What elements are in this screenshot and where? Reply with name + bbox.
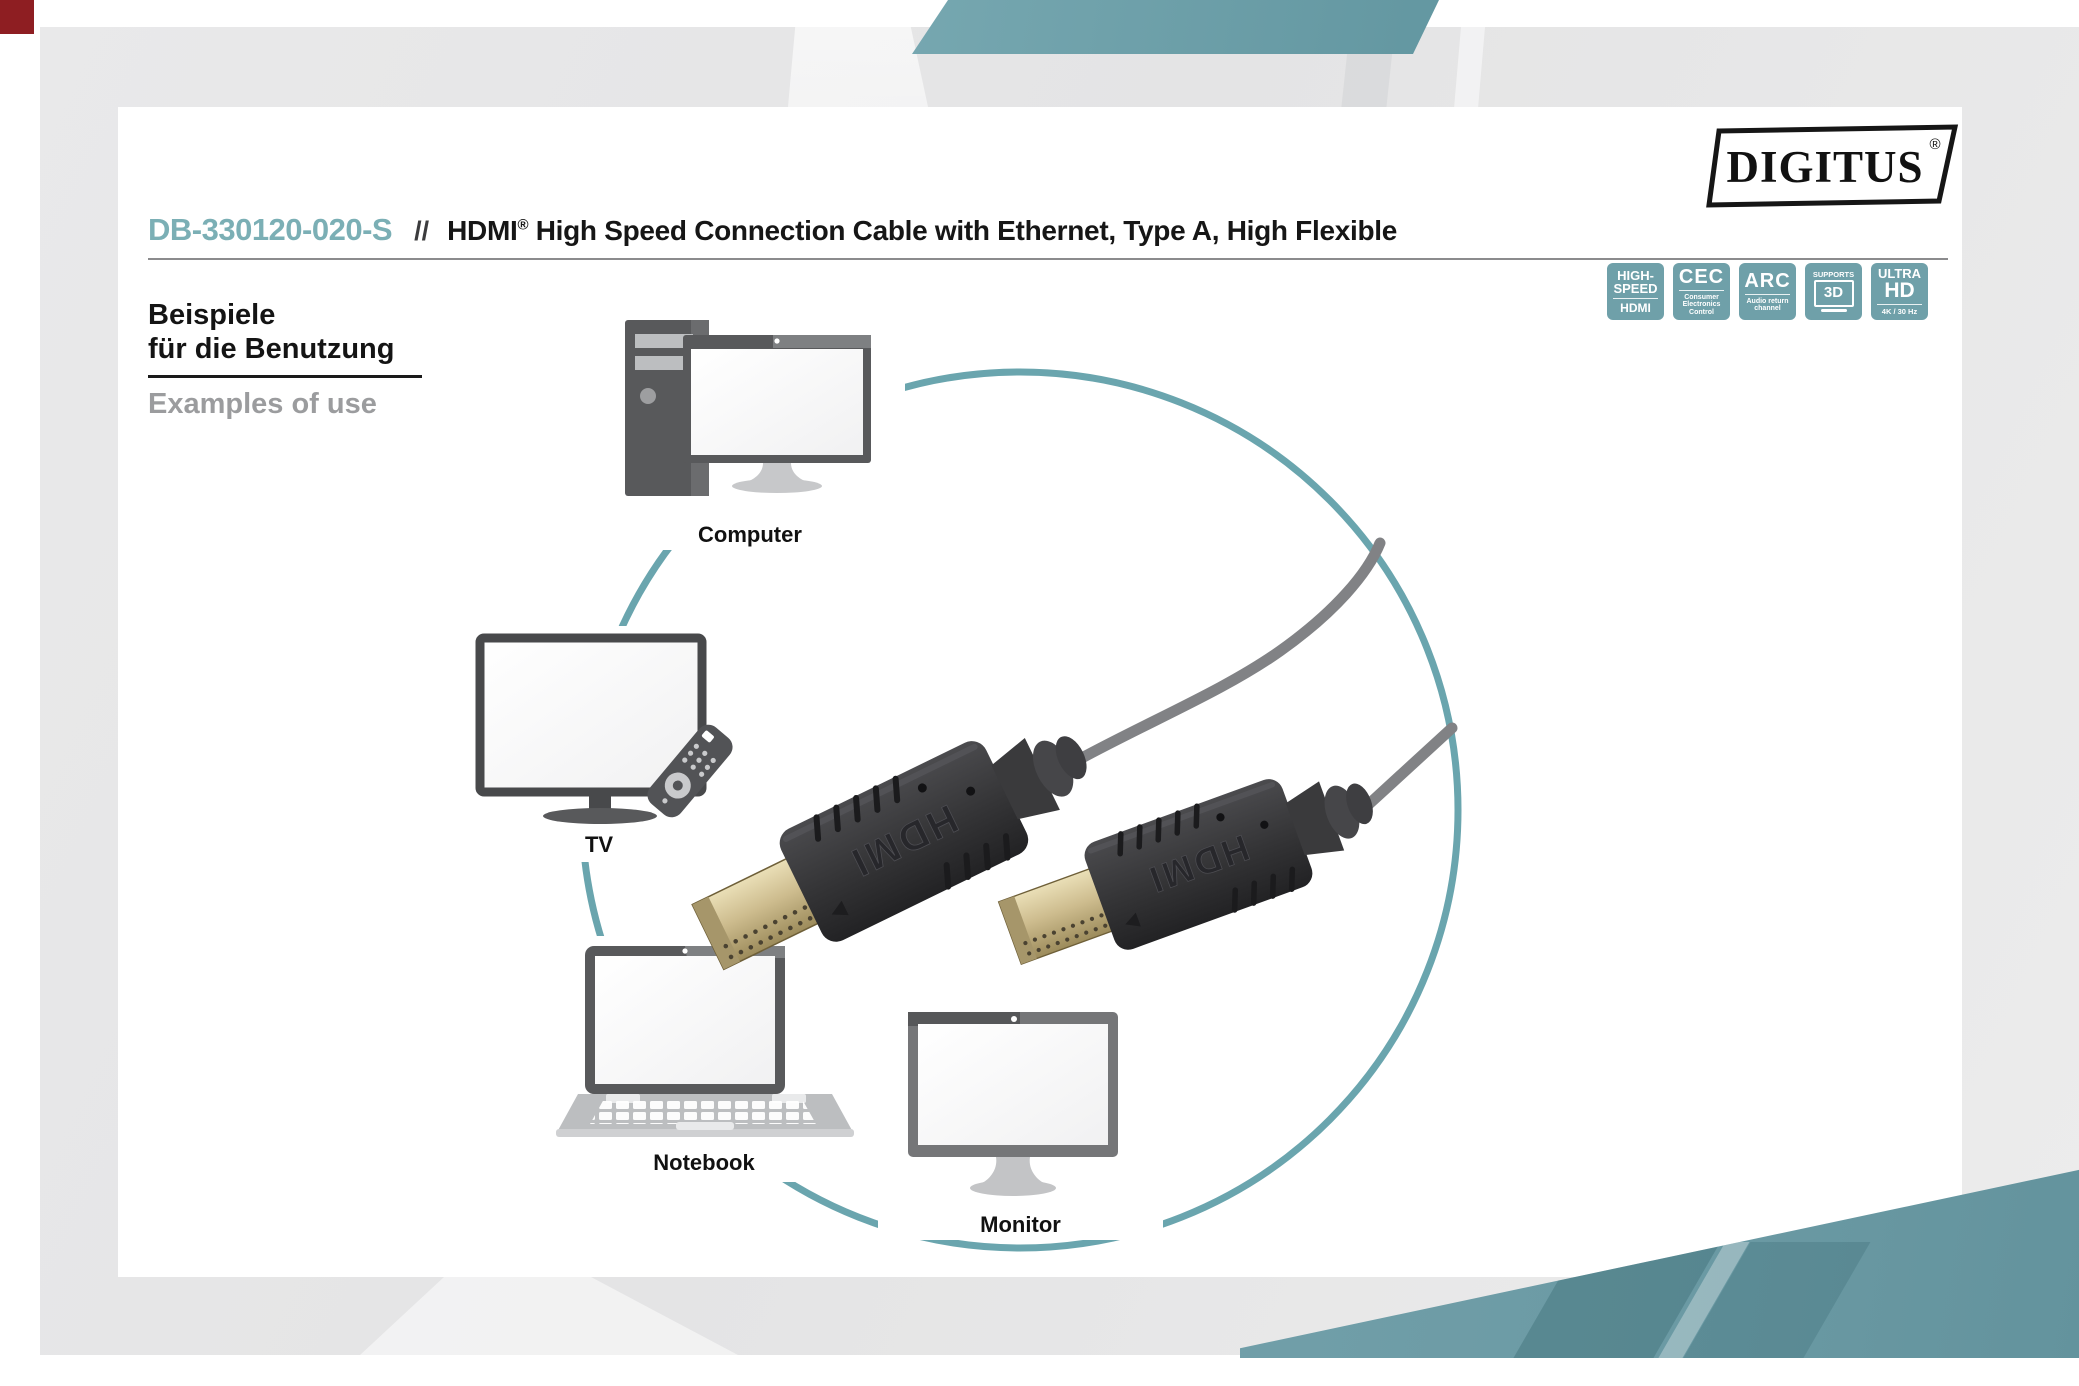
badge-supports-3d: SUPPORTS 3D (1805, 263, 1862, 320)
digitus-logo-reg: ® (1929, 136, 1940, 153)
badge-text: Electronics (1682, 301, 1721, 309)
badge-text: 4K / 30 Hz (1881, 307, 1918, 317)
header-rule (148, 258, 1948, 260)
device-label: Monitor (980, 1212, 1061, 1237)
computer-icon (625, 320, 871, 496)
badge-text: ARC (1744, 269, 1791, 292)
badge-high-speed-hdmi: HIGH- SPEED HDMI (1607, 263, 1664, 320)
section-heading: Beispiele für die Benutzung Examples of … (148, 298, 422, 421)
hdmi-cable-photo (680, 537, 1458, 1030)
badge-text: CEC (1678, 265, 1725, 288)
digitus-logo-text: DIGITUS (1726, 142, 1923, 192)
badge-text: HDMI (1620, 301, 1651, 315)
heading-de: Beispiele für die Benutzung (148, 299, 395, 365)
corner-red-square (0, 0, 34, 34)
device-tv: TV (455, 626, 743, 862)
monitor-icon (908, 1012, 1118, 1196)
badge-ultra-hd: ULTRA HD 4K / 30 Hz (1871, 263, 1928, 320)
badge-text: SUPPORTS (1812, 269, 1855, 279)
device-notebook: Notebook (548, 936, 860, 1182)
cable-left (1074, 537, 1386, 765)
device-computer: Computer (595, 312, 905, 550)
badge-text: ULTRA (1877, 266, 1922, 282)
badge-text: Control (1689, 308, 1714, 316)
heading-en: Examples of use (148, 388, 377, 420)
device-label: Computer (698, 522, 802, 547)
header-separator: // (414, 216, 430, 246)
badge-text: 3D (1823, 284, 1844, 302)
device-monitor: Monitor (878, 1002, 1163, 1240)
badge-cec: CEC Consumer Electronics Control (1673, 263, 1730, 320)
badge-text: Consumer (1684, 293, 1719, 301)
feature-badges: HIGH- SPEED HDMI CEC Consumer Electronic… (1607, 263, 1928, 320)
cable-right (1362, 722, 1458, 811)
digitus-logo: DIGITUS ® (1706, 124, 1959, 208)
badge-text: HIGH- (1617, 268, 1654, 283)
3d-tv-outline-icon: 3D (1813, 280, 1854, 308)
device-label: TV (584, 832, 614, 857)
notebook-icon (556, 946, 854, 1137)
product-code: DB-330120-020-S (148, 212, 393, 247)
device-label: Notebook (653, 1150, 755, 1175)
badge-arc: ARC Audio return channel (1739, 263, 1796, 320)
badge-text: Audio return (1746, 297, 1789, 305)
product-header: DB-330120-020-S // HDMI® High Speed Conn… (148, 212, 1397, 248)
badge-text: HD (1884, 279, 1915, 303)
top-teal-band (912, 0, 1439, 54)
product-title: HDMI® High Speed Connection Cable with E… (447, 215, 1398, 246)
remote-icon (647, 724, 733, 818)
badge-text: SPEED (1613, 281, 1658, 296)
heading-underline (148, 375, 422, 378)
badge-text: channel (1754, 305, 1781, 312)
tv-icon (475, 633, 733, 824)
